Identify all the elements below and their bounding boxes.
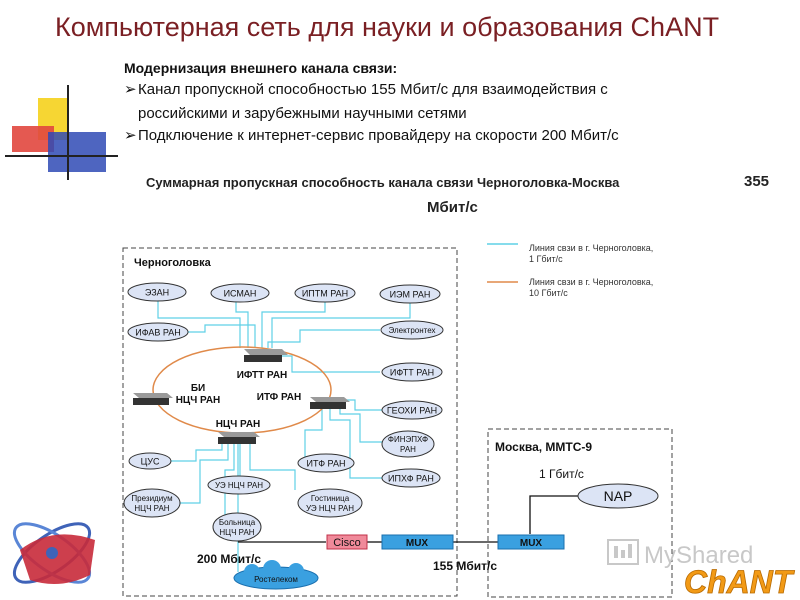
red-square (12, 126, 54, 152)
node-ifav-label: ИФАВ РАН (135, 328, 181, 338)
node-geohi-label: ГЕОХИ РАН (387, 406, 437, 416)
node-bolnitsa-label-b: НЦЧ РАН (219, 528, 254, 537)
region-chernogolovka-box (122, 247, 458, 597)
node-iem (379, 284, 441, 304)
switch-ifttran-label: ИФТТ РАН (237, 370, 288, 381)
switch-bi-label-a: БИ (191, 383, 205, 394)
node-elektronteh (380, 320, 444, 340)
node-cus-label: ЦУС (141, 457, 160, 467)
chant-logo-text: ChANT (684, 564, 795, 600)
switch-ifttran-top (244, 349, 288, 355)
mux-chernogolovka (381, 534, 454, 550)
legend-1-line-b: 1 Гбит/с (529, 254, 563, 264)
region-chernogolovka-label: Черноголовка (134, 257, 212, 269)
node-ue (207, 475, 271, 495)
node-bolnitsa-label-a: Больница (219, 518, 256, 527)
node-isman (210, 283, 270, 303)
bullet-marker: ➢ (124, 127, 137, 144)
node-nap (577, 483, 659, 509)
switch-ncch-label: НЦЧ РАН (216, 419, 261, 430)
bullet-1: ➢Канал пропускной способностью 155 Мбит/… (124, 80, 608, 100)
total-capacity-label: Суммарная пропускная способность канала … (146, 175, 620, 190)
node-gostinitsa-label-a: Гостиница (311, 494, 350, 503)
cisco-router-label: Cisco (333, 537, 361, 549)
node-cus (128, 452, 172, 470)
switch-ncch (218, 437, 256, 444)
node-geohi (381, 400, 443, 420)
myshared-watermark: MyShared (644, 542, 753, 569)
mux-moscow (497, 534, 565, 550)
node-finehf-label-b: РАН (400, 445, 416, 454)
section-subheading: Модернизация внешнего канала связи: (124, 60, 398, 76)
node-finehf-label-a: ФИНЭПХФ (388, 435, 428, 444)
switch-bi-top (133, 393, 173, 398)
total-capacity-value: 355 (744, 173, 770, 190)
node-gostinitsa (297, 488, 363, 518)
switch-ifttran (244, 355, 282, 362)
node-ift-label: ИФТТ РАН (390, 368, 434, 378)
node-iphf-label: ИПХФ РАН (388, 474, 434, 484)
mux-moscow-label: MUX (520, 538, 543, 549)
node-ifav (127, 322, 189, 342)
blue-square (48, 132, 106, 172)
node-iphf (381, 468, 441, 488)
legend-1-line-a: Линия свзи в г. Черноголовка, (529, 243, 653, 253)
node-prezidium-label-a: Президиум (131, 494, 172, 503)
trunk-links (238, 495, 578, 543)
speed-155-label: 155 Мбит/с (433, 559, 497, 573)
node-gostinitsa-label-b: УЭ НЦЧ РАН (306, 504, 354, 513)
cyan-links (157, 300, 411, 572)
total-capacity-unit: Мбит/с (427, 199, 478, 216)
switch-itf (310, 402, 346, 409)
node-ift (381, 362, 443, 382)
node-iem-label: ИЭМ РАН (390, 290, 431, 300)
region-moscow-box (487, 428, 673, 598)
mux-chernogolovka-label: MUX (406, 538, 429, 549)
node-bolnitsa (212, 512, 262, 542)
region-moscow-label: Москва, ММТС-9 (495, 440, 592, 454)
speed-200-label: 200 Мбит/с (197, 552, 261, 566)
atom-logo-icon (13, 522, 95, 584)
bullet-2-text: Подключение к интернет-сервис провайдеру… (138, 127, 619, 144)
switch-bi-label-b: НЦЧ РАН (176, 395, 221, 406)
rostelecom-cloud (233, 560, 319, 590)
node-iptm (294, 283, 356, 303)
switch-itf-top (310, 397, 350, 402)
node-elektronteh-label: Электронтех (388, 326, 435, 335)
decorative-logo-squares (5, 85, 118, 180)
node-itf (297, 453, 355, 473)
legend-2-line-b: 10 Гбит/с (529, 288, 568, 298)
node-isman-label: ИСМАН (224, 289, 257, 299)
switch-bi (133, 398, 169, 405)
cisco-router (326, 534, 368, 550)
node-ezan (127, 282, 187, 302)
node-ue-label: УЭ НЦЧ РАН (215, 481, 263, 490)
node-iptm-label: ИПТМ РАН (302, 289, 348, 299)
bullet-1-text: Канал пропускной способностью 155 Мбит/с… (138, 81, 608, 98)
bullet-marker: ➢ (124, 81, 137, 98)
node-itf-label: ИТФ РАН (307, 459, 346, 469)
rostelecom-label: Ростелеком (254, 575, 298, 584)
node-finehf (381, 430, 435, 458)
node-ezan-label: ЭЗАН (145, 288, 169, 298)
node-prezidium-label-b: НЦЧ РАН (134, 504, 169, 513)
speed-1g-label: 1 Гбит/с (539, 467, 584, 481)
page-title: Компьютерная сеть для науки и образовани… (55, 12, 720, 42)
switch-ncch-top (218, 432, 260, 437)
node-prezidium (123, 488, 181, 518)
bullet-1-cont: российскими и зарубежными научными сетям… (138, 105, 467, 122)
switch-itf-label: ИТФ РАН (257, 392, 301, 403)
bullet-2: ➢Подключение к интернет-сервис провайдер… (124, 126, 619, 146)
legend-2-line-a: Линия свзи в г. Черноголовка, (529, 277, 653, 287)
myshared-watermark-icon (607, 539, 639, 565)
node-nap-label: NAP (604, 488, 633, 504)
